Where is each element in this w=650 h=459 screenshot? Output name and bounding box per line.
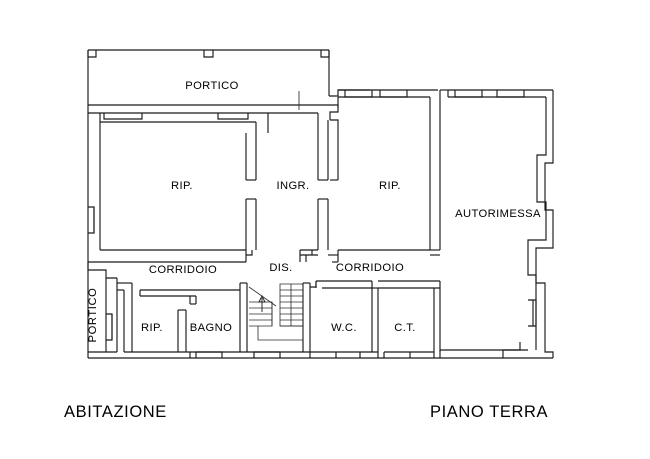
room-label-rip-left: RIP.: [171, 180, 193, 192]
room-autorimessa-walls: [439, 89, 554, 359]
room-rip-right-walls: [328, 89, 441, 263]
room-label-wc: W.C.: [331, 322, 357, 334]
room-label-corridoio-right: CORRIDOIO: [336, 262, 404, 274]
room-label-portico-top: PORTICO: [185, 80, 239, 92]
rooms-bottom-left-walls: [117, 282, 361, 359]
rooms-wc-ct-walls: [315, 280, 441, 359]
room-label-rip-right: RIP.: [379, 180, 401, 192]
room-ingr-walls: [268, 112, 329, 262]
room-label-bagno: BAGNO: [190, 322, 232, 334]
drawing-title-right: PIANO TERRA: [430, 403, 549, 421]
portico-top-structure: [87, 49, 370, 120]
drawing-title-left: ABITAZIONE: [64, 403, 167, 421]
room-label-rip-bottom: RIP.: [141, 322, 163, 334]
room-label-dis: DIS.: [269, 262, 292, 274]
room-label-autorimessa: AUTORIMESSA: [455, 208, 541, 220]
staircase: [248, 281, 317, 352]
north-wall-windows: [87, 105, 269, 133]
room-label-portico-left: PORTICO: [87, 288, 99, 343]
room-label-corridoio-left: CORRIDOIO: [149, 264, 217, 276]
room-label-ingr: INGR.: [276, 180, 309, 192]
room-rip-left-walls: [87, 113, 257, 263]
room-label-ct: C.T.: [394, 322, 416, 334]
